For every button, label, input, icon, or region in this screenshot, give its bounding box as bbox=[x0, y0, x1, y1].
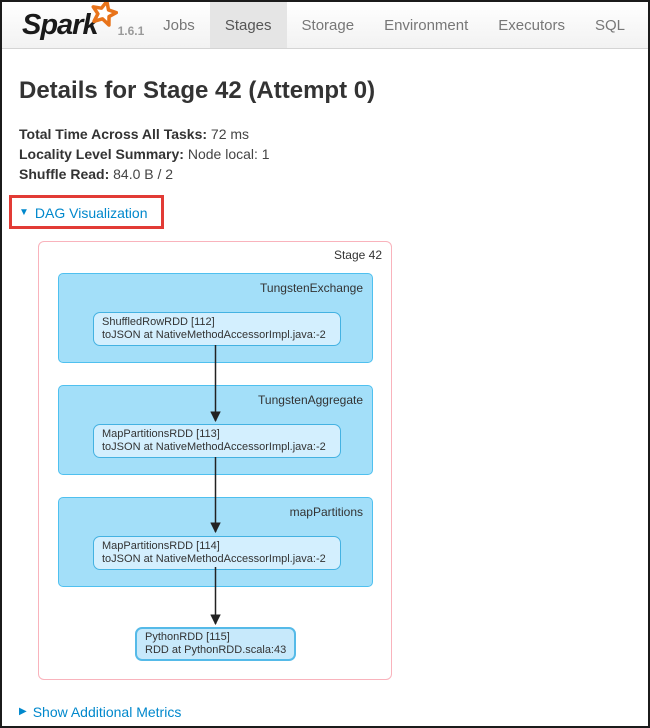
stage-label: Stage 42 bbox=[333, 248, 382, 263]
summary-total-time-label: Total Time Across All Tasks: bbox=[19, 126, 208, 143]
spark-logo-text: Spark bbox=[22, 8, 99, 41]
rdd-node-name: MapPartitionsRDD [113] bbox=[102, 428, 220, 441]
triangle-right-icon: ▶ bbox=[19, 706, 27, 718]
show-additional-metrics-toggle[interactable]: ▶ Show Additional Metrics bbox=[19, 704, 181, 720]
collapsible-links: ▶ Show Additional Metrics ▶ Event Timeli… bbox=[19, 701, 631, 726]
rdd-node-callsite: RDD at PythonRDD.scala:43 bbox=[145, 644, 287, 657]
summary-locality-value: Node local: 1 bbox=[187, 146, 270, 163]
rdd-node-callsite: toJSON at NativeMethodAccessorImpl.java:… bbox=[102, 441, 326, 454]
summary-total-time-value: 72 ms bbox=[210, 126, 250, 143]
cluster-label: TungstenAggregate bbox=[258, 393, 363, 408]
tab-storage[interactable]: Storage bbox=[301, 16, 355, 34]
rdd-node-name: ShuffledRowRDD [112] bbox=[102, 316, 215, 329]
cluster-label: mapPartitions bbox=[289, 505, 363, 520]
dag-stage-box: Stage 42 TungstenExchange ShuffledRowRDD… bbox=[38, 241, 392, 681]
rdd-node-name: MapPartitionsRDD [114] bbox=[102, 540, 220, 553]
rdd-node-callsite: toJSON at NativeMethodAccessorImpl.java:… bbox=[102, 553, 326, 566]
rdd-node-mappartitionsrdd-114: MapPartitionsRDD [114] toJSON at NativeM… bbox=[93, 536, 341, 571]
dag-visualization-toggle[interactable]: ▼ DAG Visualization bbox=[19, 205, 147, 221]
tab-sql[interactable]: SQL bbox=[594, 16, 625, 34]
spark-star-icon bbox=[91, 2, 118, 27]
tab-executors[interactable]: Executors bbox=[498, 16, 565, 34]
page-title: Details for Stage 42 (Attempt 0) bbox=[19, 77, 376, 104]
dag-visualization-label: DAG Visualization bbox=[34, 205, 148, 222]
rdd-node-mappartitionsrdd-113: MapPartitionsRDD [113] toJSON at NativeM… bbox=[93, 424, 341, 459]
page-content: Details for Stage 42 (Attempt 0) Total T… bbox=[2, 77, 648, 726]
summary-shuffle-read: Shuffle Read: 84.0 B / 2 bbox=[19, 164, 631, 184]
tab-environment[interactable]: Environment bbox=[384, 16, 469, 34]
rdd-node-name: PythonRDD [115] bbox=[145, 631, 230, 644]
nav-tabs: Jobs Stages Storage Environment Executor… bbox=[148, 2, 648, 48]
summary-total-time: Total Time Across All Tasks: 72 ms bbox=[19, 124, 631, 144]
triangle-down-icon: ▼ bbox=[19, 207, 29, 219]
spark-logo: Spark bbox=[22, 2, 118, 41]
dag-cluster-tungsten-exchange: TungstenExchange ShuffledRowRDD [112] to… bbox=[58, 273, 373, 364]
tab-jobs[interactable]: Jobs bbox=[163, 16, 195, 34]
summary-locality-label: Locality Level Summary: bbox=[19, 146, 184, 163]
stage-summary: Total Time Across All Tasks: 72 ms Local… bbox=[19, 124, 631, 184]
spark-version-label: 1.6.1 bbox=[117, 24, 145, 38]
rdd-node-callsite: toJSON at NativeMethodAccessorImpl.java:… bbox=[102, 329, 326, 342]
summary-locality: Locality Level Summary: Node local: 1 bbox=[19, 144, 631, 164]
annotation-highlight-box: ▼ DAG Visualization bbox=[9, 195, 165, 230]
top-navbar: Spark 1.6.1 Jobs Stages Storage Environm… bbox=[2, 2, 648, 49]
rdd-node-pythonrdd-115: PythonRDD [115] RDD at PythonRDD.scala:4… bbox=[135, 627, 296, 662]
summary-shuffle-read-value: 84.0 B / 2 bbox=[113, 166, 174, 183]
summary-shuffle-read-label: Shuffle Read: bbox=[19, 166, 110, 183]
dag-cluster-tungsten-aggregate: TungstenAggregate MapPartitionsRDD [113]… bbox=[58, 385, 373, 476]
tab-stages[interactable]: Stages bbox=[209, 2, 287, 48]
cluster-label: TungstenExchange bbox=[260, 281, 363, 296]
dag-cluster-mappartitions: mapPartitions MapPartitionsRDD [114] toJ… bbox=[58, 497, 373, 588]
show-additional-metrics-label: Show Additional Metrics bbox=[32, 704, 182, 721]
spark-brand[interactable]: Spark 1.6.1 bbox=[2, 2, 148, 48]
rdd-node-shuffledrowrdd-112: ShuffledRowRDD [112] toJSON at NativeMet… bbox=[93, 312, 341, 347]
